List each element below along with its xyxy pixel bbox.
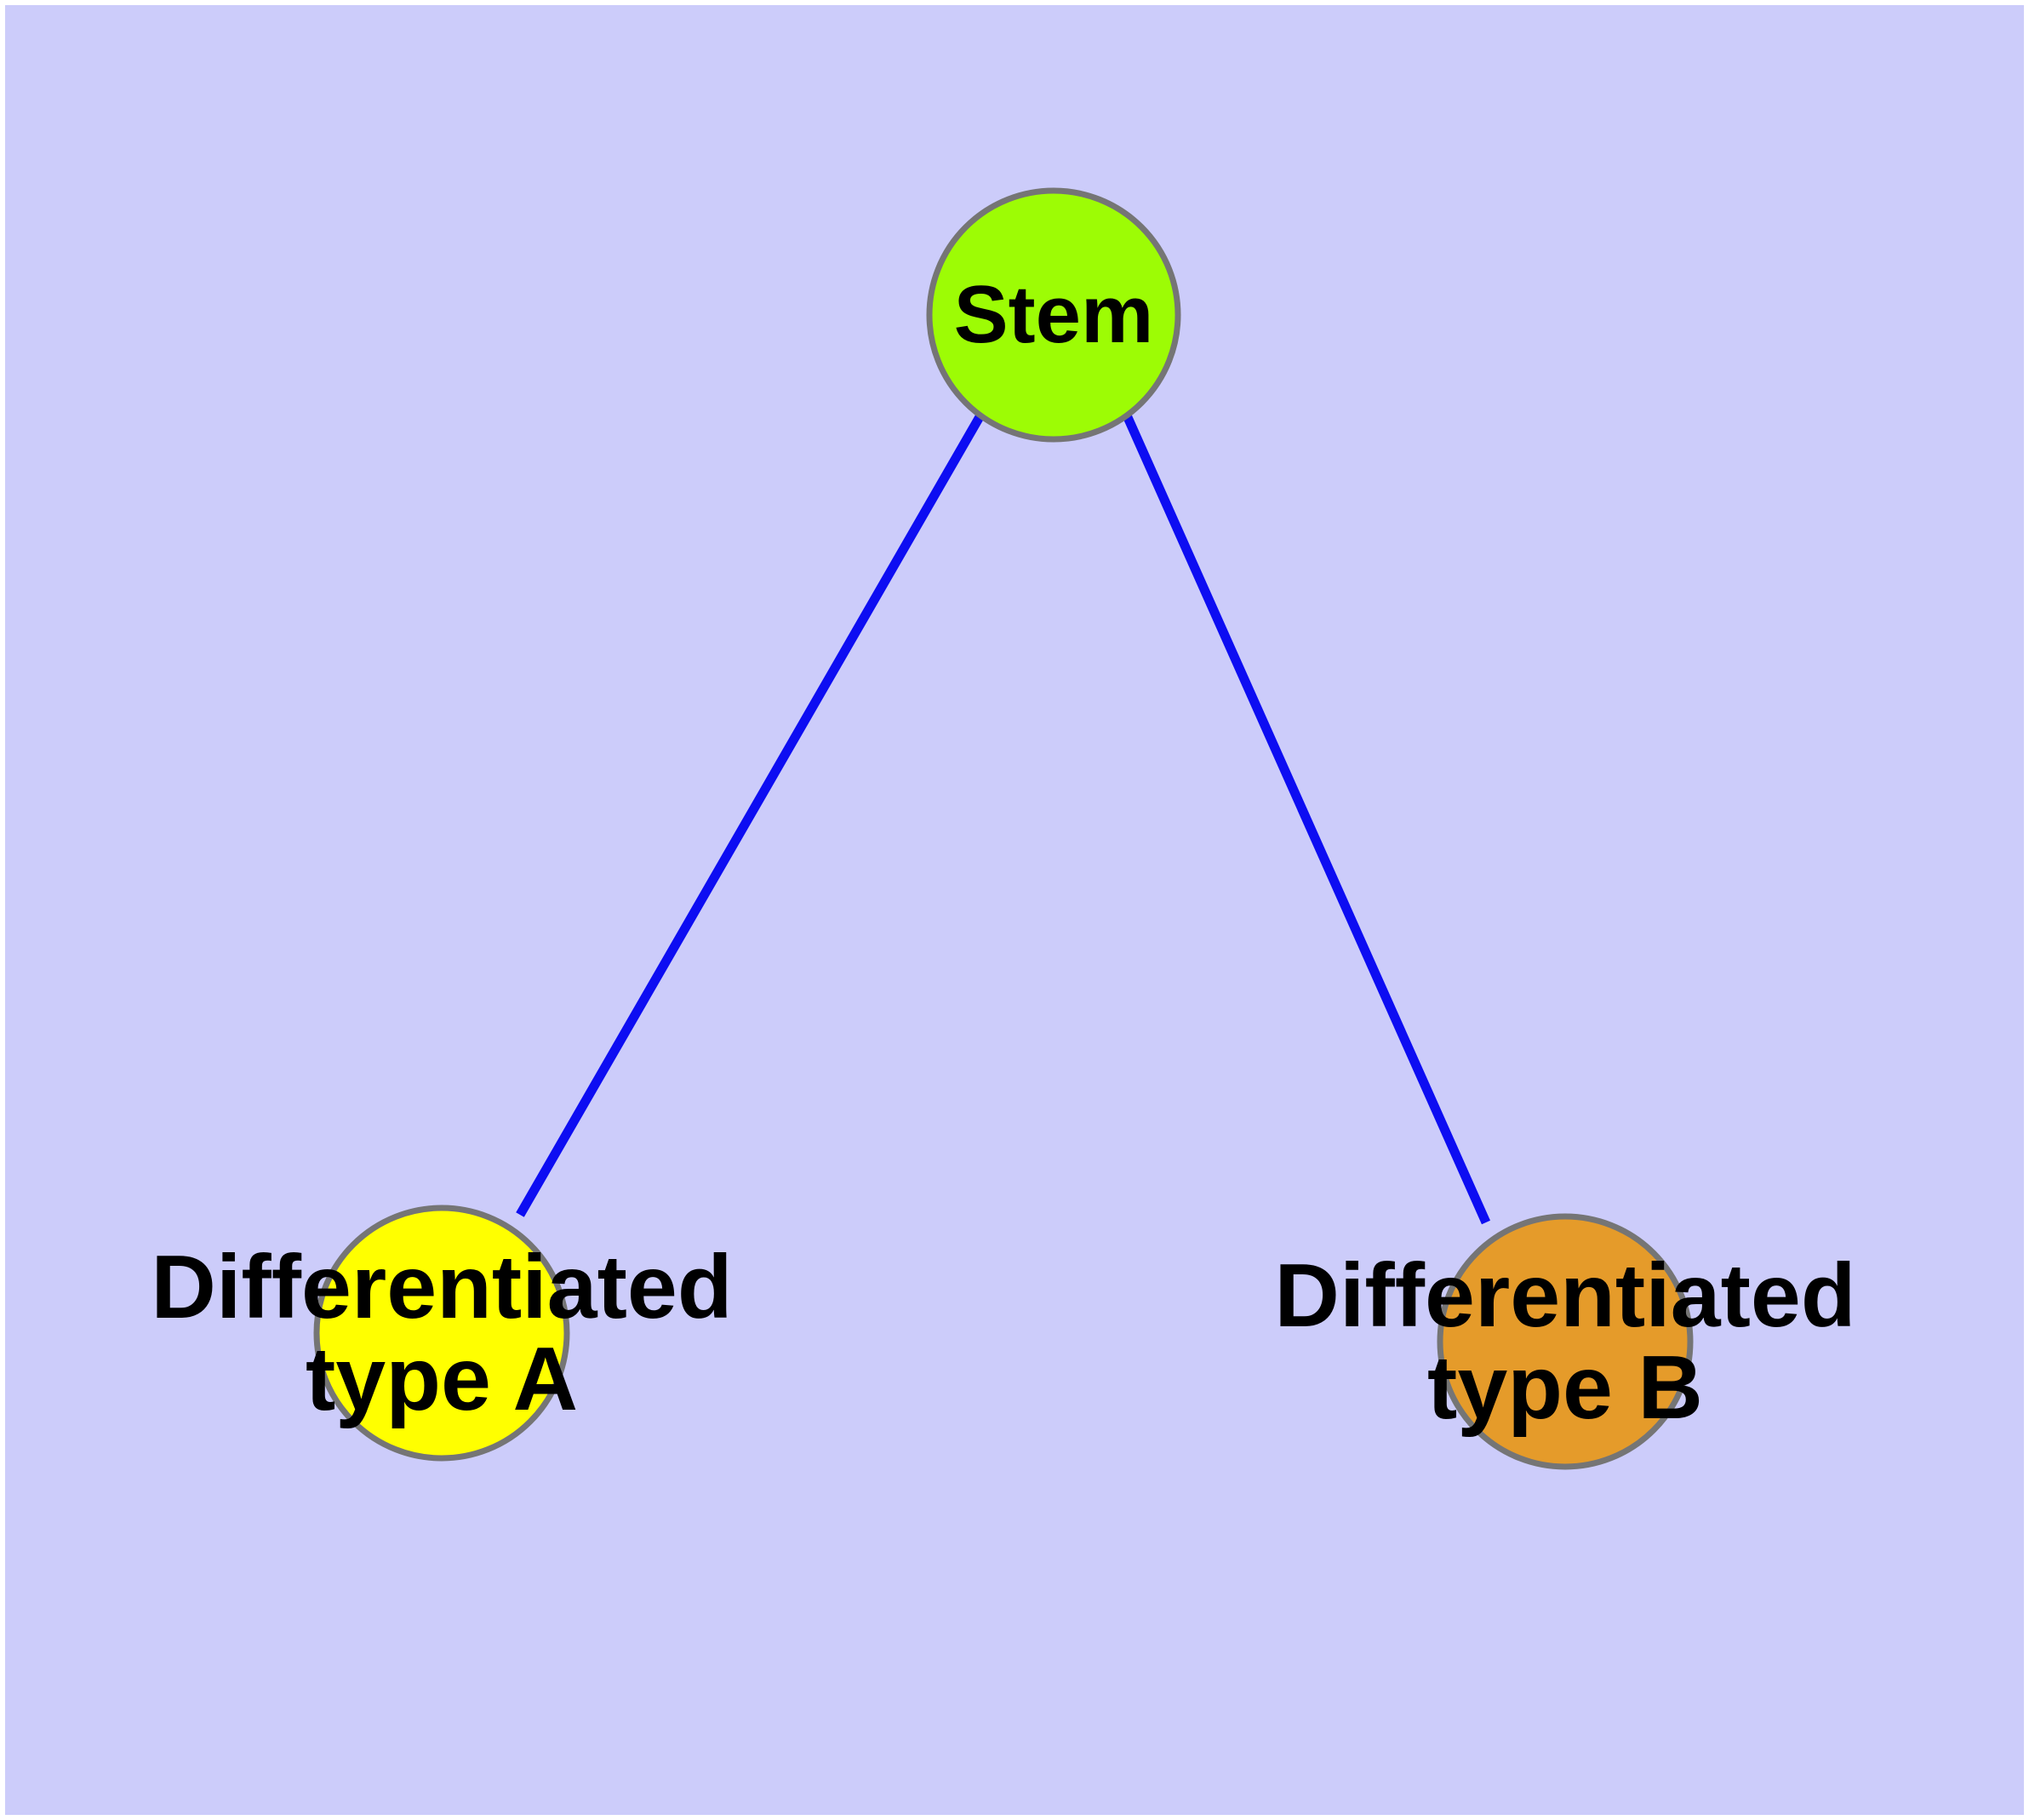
node-differentiated-type-a[interactable] xyxy=(313,1205,570,1462)
edge-stem-to-type-a xyxy=(516,413,985,1217)
edge-stem-to-type-b xyxy=(1122,413,1491,1225)
edge-layer xyxy=(516,413,1491,1225)
node-stem[interactable] xyxy=(926,187,1181,443)
graph-svg xyxy=(313,187,1694,1470)
diagram-background: Stem Differentiated type A Differentiate… xyxy=(5,5,2024,1815)
node-layer xyxy=(313,187,1694,1470)
node-differentiated-type-b[interactable] xyxy=(1437,1213,1694,1470)
